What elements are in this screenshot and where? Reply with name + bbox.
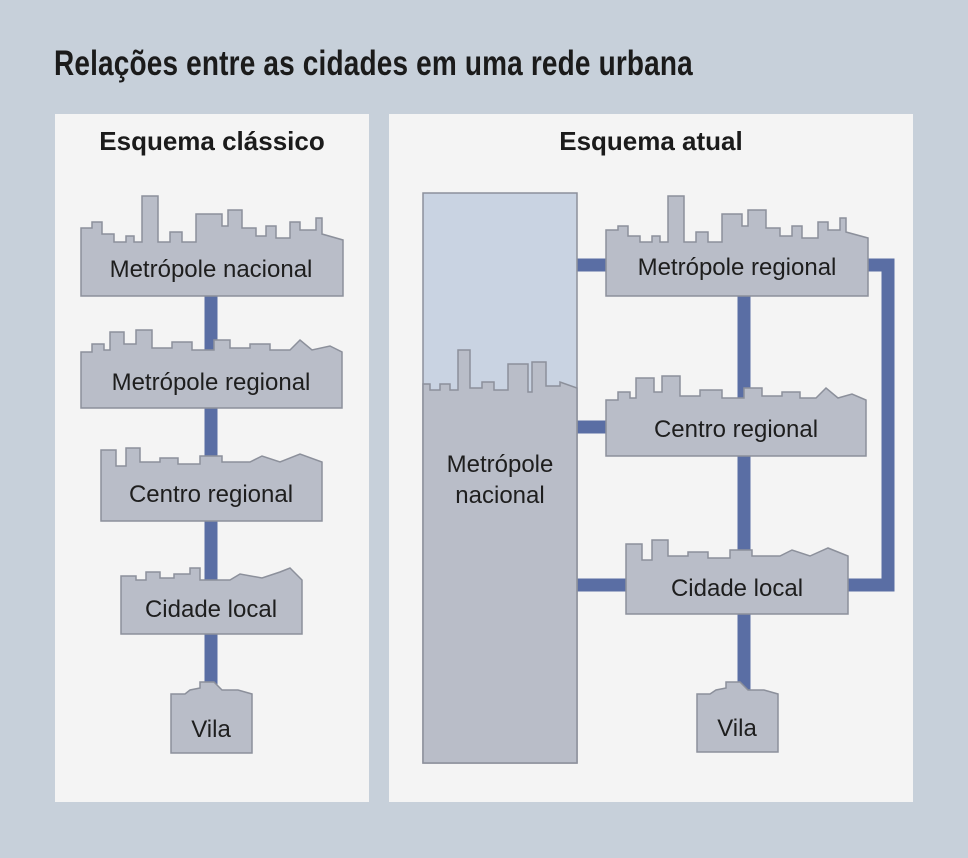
classic-label-vila: Vila <box>191 716 231 743</box>
classic-label-metropole-nacional: Metrópole nacional <box>110 256 313 283</box>
metro-regional-to-cidade-local-bypass <box>845 258 895 592</box>
diagram-title: Relações entre as cidades em uma rede ur… <box>54 44 693 83</box>
classic-node-vila: Vila <box>170 681 253 754</box>
current-node-cidade-local: Cidade local <box>625 539 849 615</box>
current-label-metropole-nacional-line1: Metrópole <box>447 451 554 478</box>
current-label-metropole-regional: Metrópole regional <box>638 254 837 281</box>
current-label-metropole-nacional-line2: nacional <box>455 482 544 509</box>
classic-node-cidade-local: Cidade local <box>120 567 303 635</box>
current-label-vila: Vila <box>717 715 757 742</box>
current-node-centro-regional: Centro regional <box>605 375 867 457</box>
classic-scheme-title: Esquema clássico <box>99 126 325 156</box>
classic-node-metropole-regional: Metrópole regional <box>80 329 343 409</box>
current-node-metropole-regional: Metrópole regional <box>605 195 869 297</box>
classic-node-centro-regional: Centro regional <box>100 447 323 522</box>
classic-label-metropole-regional: Metrópole regional <box>112 369 311 396</box>
current-label-cidade-local: Cidade local <box>671 575 803 602</box>
classic-label-cidade-local: Cidade local <box>145 596 277 623</box>
current-label-centro-regional: Centro regional <box>654 416 818 443</box>
current-node-vila: Vila <box>696 681 779 753</box>
classic-label-centro-regional: Centro regional <box>129 481 293 508</box>
current-node-metropole-nacional: Metrópole nacional <box>422 192 578 764</box>
current-scheme-title: Esquema atual <box>559 126 743 156</box>
classic-node-metropole-nacional: Metrópole nacional <box>80 195 344 297</box>
